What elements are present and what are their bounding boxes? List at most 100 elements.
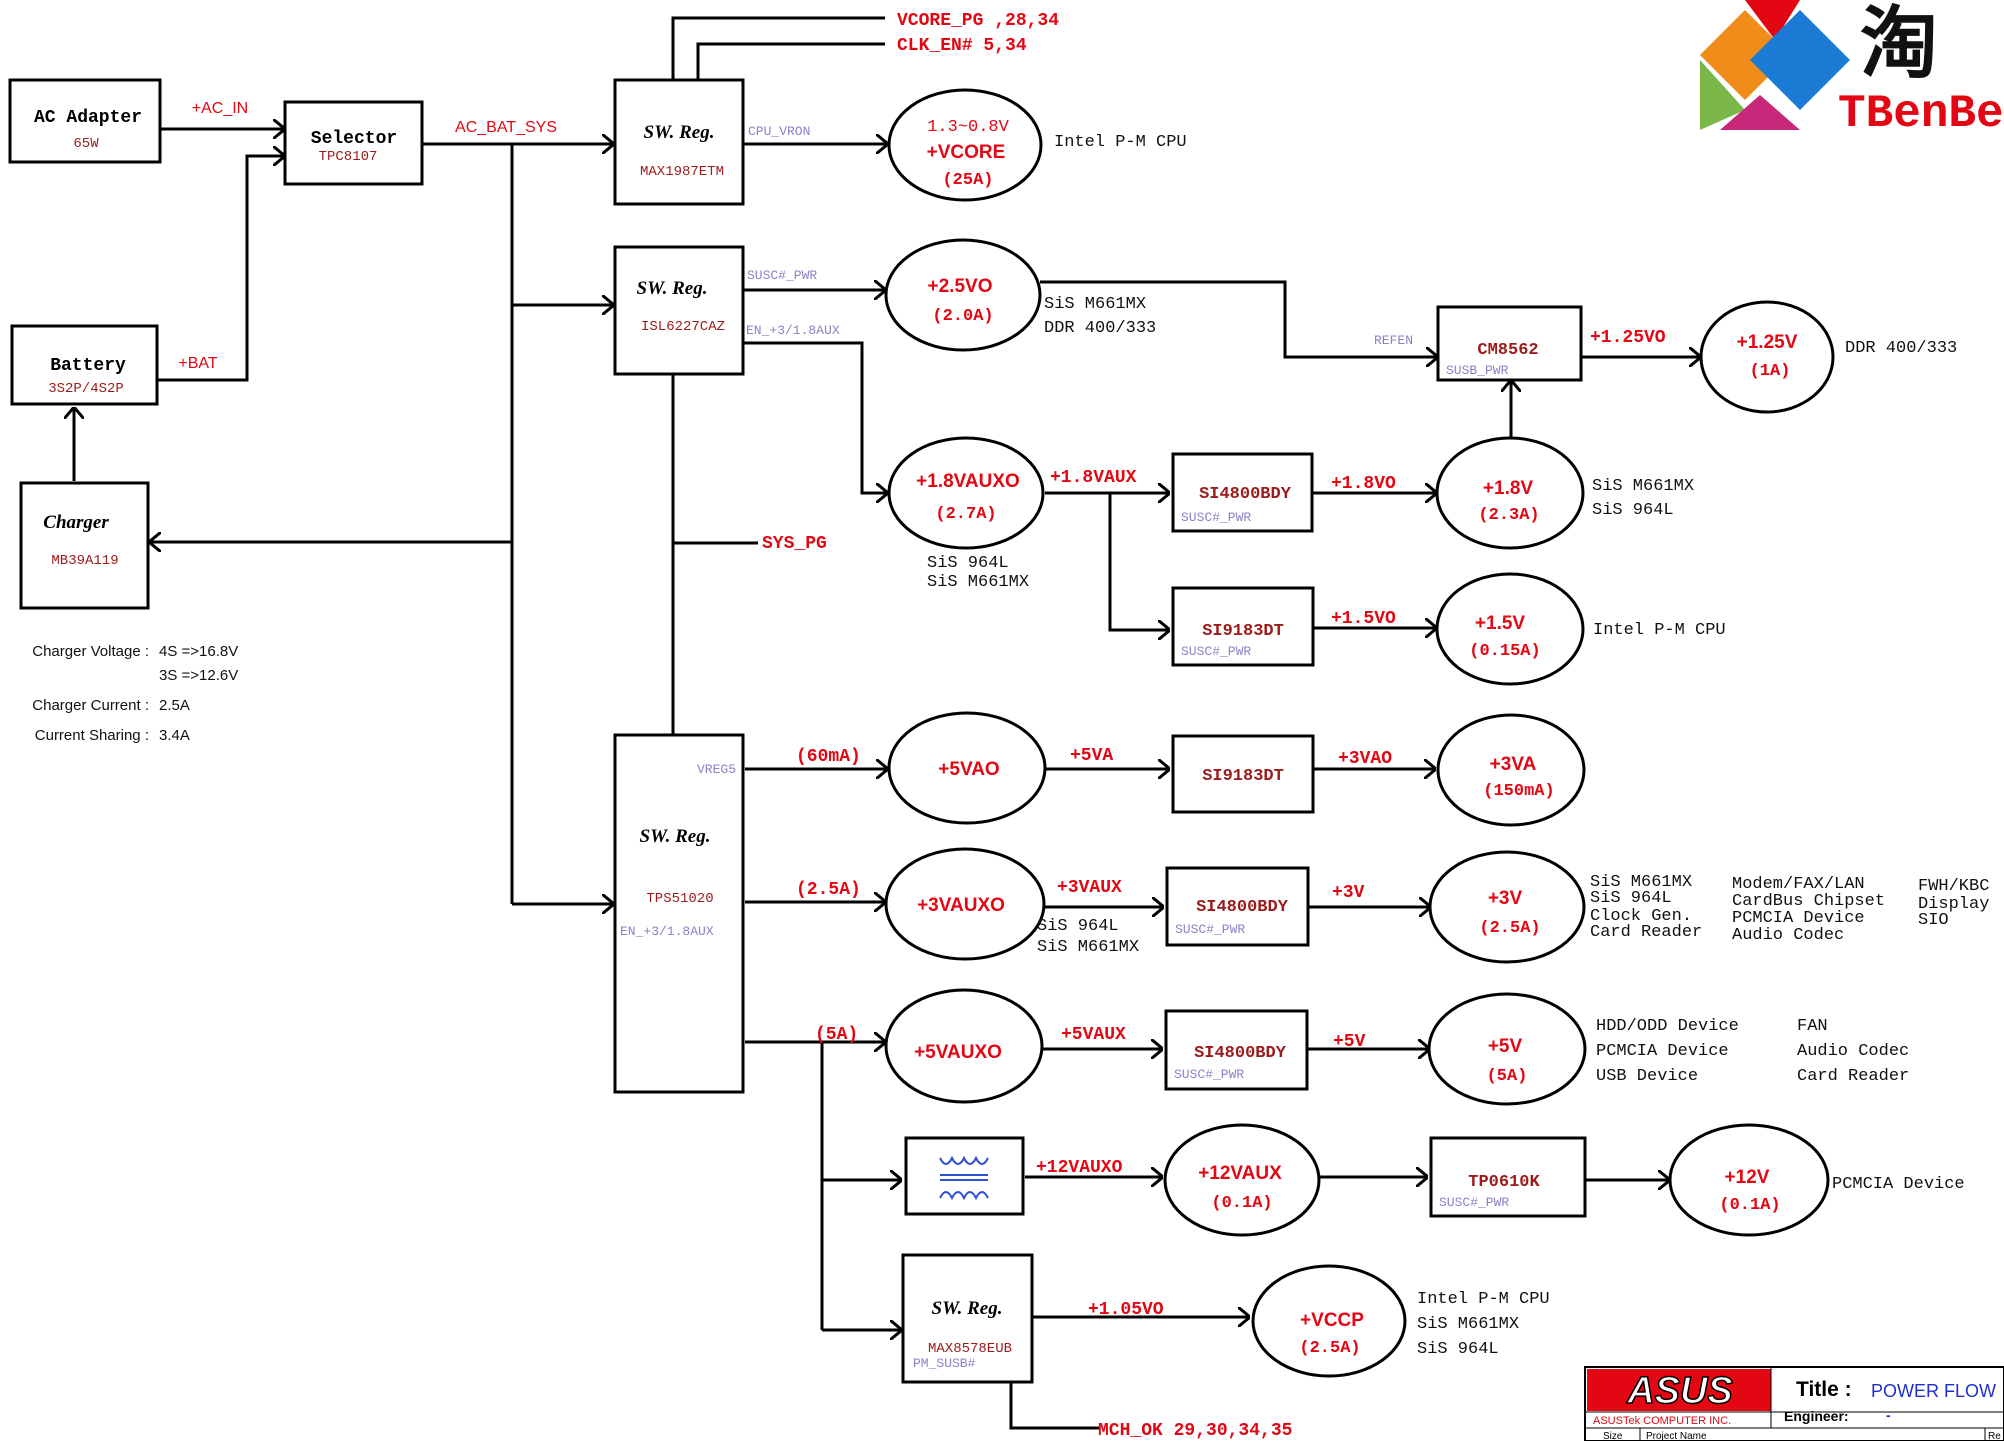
reg-tps51020-sub: TPS51020 (646, 891, 713, 907)
si9183-15-title: SI9183DT (1202, 622, 1284, 641)
v3v-l2: (2.5A) (1479, 919, 1540, 938)
title-block: ASUS Title : POWER FLOW ASUSTek COMPUTER… (1584, 1366, 2004, 1441)
label-12vauxo: +12VAUXO (1036, 1158, 1123, 1178)
v12vaux-l1: +12VAUX (1198, 1163, 1282, 1184)
v12v-l2: (0.1A) (1719, 1196, 1780, 1215)
label-3vao: +3VAO (1338, 749, 1392, 769)
size-label: Size (1603, 1431, 1623, 1441)
reg-tps51020-title: SW. Reg. (640, 826, 711, 847)
rail-3vauxo: +3VAUXO (884, 847, 1046, 961)
reg-isl6227-sub: ISL6227CAZ (641, 319, 725, 335)
tp0610k-pin: SUSC#_PWR (1439, 1195, 1509, 1210)
label-1v5vo: +1.5VO (1331, 609, 1396, 629)
charger-box: Charger MB39A119 (19, 481, 150, 610)
refen-pin: REFEN (1374, 333, 1413, 348)
load-v3b-2: PCMCIA Device (1732, 909, 1865, 928)
battery-sub: 3S2P/4S2P (48, 381, 124, 397)
load-v12-0: PCMCIA Device (1832, 1175, 1965, 1194)
asus-logo-text: ASUS (1626, 1370, 1733, 1412)
sys-pg-label: SYS_PG (762, 534, 827, 554)
ac-in-label: +AC_IN (192, 100, 248, 117)
charger-voltage-1: 4S =>16.8V (159, 643, 238, 660)
project-name-label: Project Name (1646, 1431, 1707, 1441)
load-vcore-0: Intel P-M CPU (1054, 133, 1187, 152)
clk-en-label: CLK_EN# 5,34 (897, 36, 1027, 56)
load-vccp-0: Intel P-M CPU (1417, 1290, 1550, 1309)
charger-voltage-2: 3S =>12.6V (159, 667, 238, 684)
vcore-l1: 1.3~0.8V (927, 118, 1009, 137)
load-v15-0: Intel P-M CPU (1593, 621, 1726, 640)
load-v3c-2: SIO (1918, 911, 1949, 930)
ac-adapter-sub: 65W (73, 136, 99, 152)
watermark-cn-text: 淘 (1860, 0, 1938, 87)
load-v3a-0: SiS M661MX (1590, 873, 1692, 892)
engineer-value: - (1886, 1407, 1891, 1423)
si4800-18-pin: SUSC#_PWR (1181, 510, 1251, 525)
charger-current-label: Charger Current : (32, 697, 149, 714)
v12v-l1: +12V (1725, 1167, 1770, 1188)
rail-vccp: +VCCP (2.5A) (1251, 1264, 1407, 1378)
charger-voltage-label: Charger Voltage : (32, 643, 149, 660)
vccp-l2: (2.5A) (1299, 1339, 1360, 1358)
si9183-3va-box: SI9183DT (1171, 734, 1315, 814)
rail-5vao: +5VAO (887, 711, 1047, 825)
v5vao-l1: +5VAO (938, 759, 999, 780)
max8578-pin: PM_SUSB# (913, 1356, 976, 1371)
battery-box: Battery 3S2P/4S2P (10, 324, 159, 406)
cm8562-box: CM8562 SUSB_PWR (1436, 305, 1583, 382)
load-v3b-3: Audio Codec (1732, 926, 1844, 945)
vccp-l1: +VCCP (1300, 1310, 1364, 1331)
reg-max8578-box: SW. Reg. MAX8578EUB PM_SUSB# (901, 1253, 1034, 1384)
title-label: Title : (1796, 1378, 1852, 1401)
load-v3vaux-0: SiS 964L (1037, 917, 1119, 936)
label-1v8vaux: +1.8VAUX (1050, 468, 1137, 488)
rail-1v8vauxo: +1.8VAUXO (2.7A) (887, 436, 1045, 550)
load-v18aux-0: SiS 964L (927, 554, 1009, 573)
label-5va: +5VA (1070, 746, 1113, 766)
v18aux-l2: (2.7A) (935, 505, 996, 524)
vcore-l2: +VCORE (927, 142, 1006, 163)
si9183-3va-title: SI9183DT (1202, 767, 1284, 786)
si9183-15-pin: SUSC#_PWR (1181, 644, 1251, 659)
charger-current-value: 2.5A (159, 697, 190, 714)
load-v3c-0: FWH/KBC (1918, 877, 1989, 896)
selector-sub: TPC8107 (319, 149, 378, 165)
reg-max1987-box: SW. Reg. MAX1987ETM (613, 78, 745, 206)
load-v3a-3: Card Reader (1590, 923, 1702, 942)
net-labels: +1.25VO +1.8VAUX +1.8VO +1.5VO (60mA) +5… (796, 328, 1666, 1441)
selector-title: Selector (311, 129, 397, 149)
v125-l1: +1.25V (1737, 332, 1798, 353)
load-v25-0: SiS M661MX (1044, 295, 1146, 314)
load-v25-1: DDR 400/333 (1044, 319, 1156, 338)
cm8562-title: CM8562 (1477, 341, 1538, 360)
load-labels: Intel P-M CPU SiS M661MX DDR 400/333 DDR… (927, 133, 1989, 1359)
rail-vcore: 1.3~0.8V +VCORE (25A) (887, 88, 1043, 202)
label-2-5a: (2.5A) (796, 880, 861, 900)
v25-l2: (2.0A) (932, 307, 993, 326)
title-value: POWER FLOW (1871, 1381, 1996, 1401)
current-sharing-value: 3.4A (159, 727, 190, 744)
si4800-5v-box: SI4800BDY SUSC#_PWR (1164, 1009, 1309, 1091)
charger-sub: MB39A119 (51, 553, 118, 569)
rev-label: Re (1988, 1431, 2001, 1441)
tp0610k-title: TP0610K (1468, 1173, 1540, 1192)
load-v5a-1: PCMCIA Device (1596, 1042, 1729, 1061)
rail-5v: +5V (5A) (1427, 992, 1587, 1106)
label-5v: +5V (1333, 1032, 1366, 1052)
load-v18aux-1: SiS M661MX (927, 573, 1029, 592)
reg-max1987-sub: MAX1987ETM (640, 164, 724, 180)
cm8562-pin: SUSB_PWR (1446, 363, 1509, 378)
v15-l1: +1.5V (1475, 613, 1526, 634)
reg-max8578-title: SW. Reg. (932, 1298, 1003, 1319)
engineer-label: Engineer: (1784, 1408, 1849, 1424)
rail-12v: +12V (0.1A) (1668, 1123, 1830, 1237)
selector-box: Selector TPC8107 (283, 100, 424, 186)
tps-vreg5-pin: VREG5 (697, 762, 736, 777)
v3vauxo-l1: +3VAUXO (917, 895, 1005, 916)
load-v5b-1: Audio Codec (1797, 1042, 1909, 1061)
load-v18-0: SiS M661MX (1592, 477, 1694, 496)
label-1v25vo: +1.25VO (1590, 328, 1666, 348)
asus-logo: ASUS (1625, 1369, 1733, 1413)
v3va-l1: +3VA (1490, 754, 1537, 775)
si4800-3v-box: SI4800BDY SUSC#_PWR (1165, 866, 1310, 947)
